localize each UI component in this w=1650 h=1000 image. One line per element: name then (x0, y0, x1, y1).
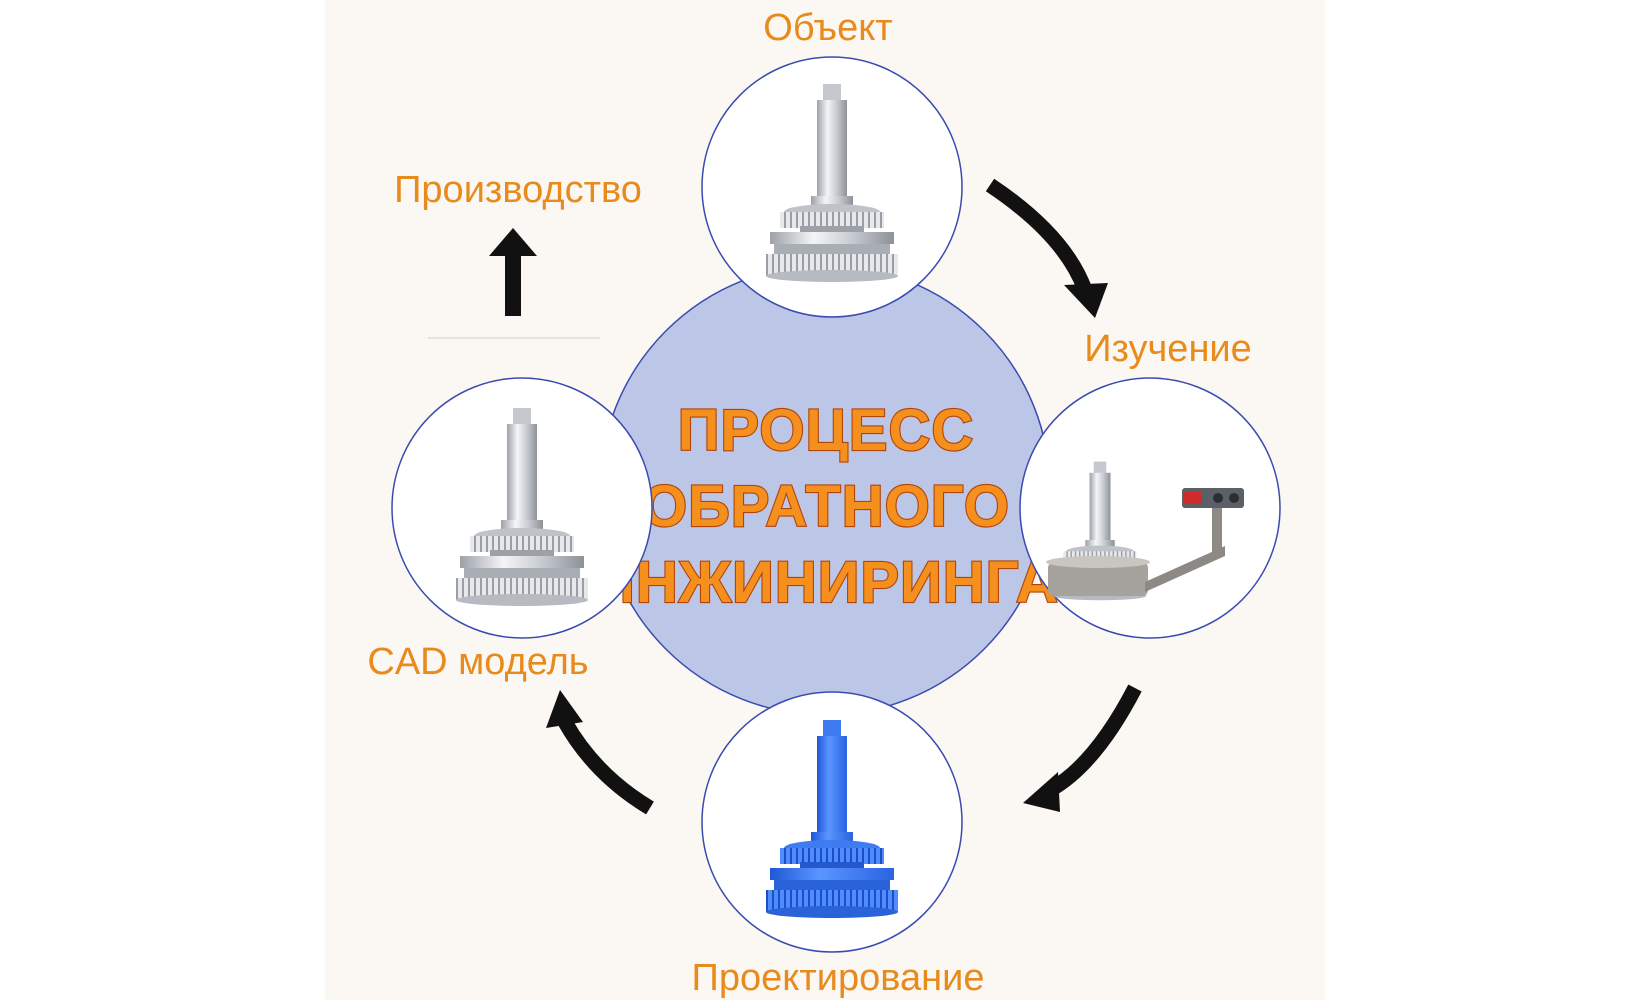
label-study: Изучение (1084, 328, 1252, 370)
center-title: ПРОЦЕСС ОБРАТНОГО ИНЖИНИРИНГА (592, 397, 1059, 616)
up-arrow-icon (428, 228, 600, 339)
arrow-object-to-study (985, 178, 1108, 318)
arrow-design-to-cad (546, 690, 654, 815)
node-study (1019, 377, 1281, 639)
label-design: Проектирование (692, 957, 985, 999)
3d-scanner-gear-icon (1046, 461, 1244, 601)
center-title-line-2: ОБРАТНОГО (642, 474, 1010, 539)
node-design (701, 691, 963, 953)
center-title-line-3: ИНЖИНИРИНГА (593, 550, 1059, 615)
arrow-study-to-design (1023, 684, 1142, 812)
center-title-line-1: ПРОЦЕСС (678, 398, 975, 463)
node-object (701, 56, 963, 318)
label-production: Производство (394, 169, 642, 211)
label-cad: CAD модель (367, 641, 588, 683)
node-cad (391, 377, 653, 639)
label-object: Объект (763, 7, 892, 49)
node-labels: Объект Изучение Проектирование CAD модел… (367, 7, 1251, 999)
